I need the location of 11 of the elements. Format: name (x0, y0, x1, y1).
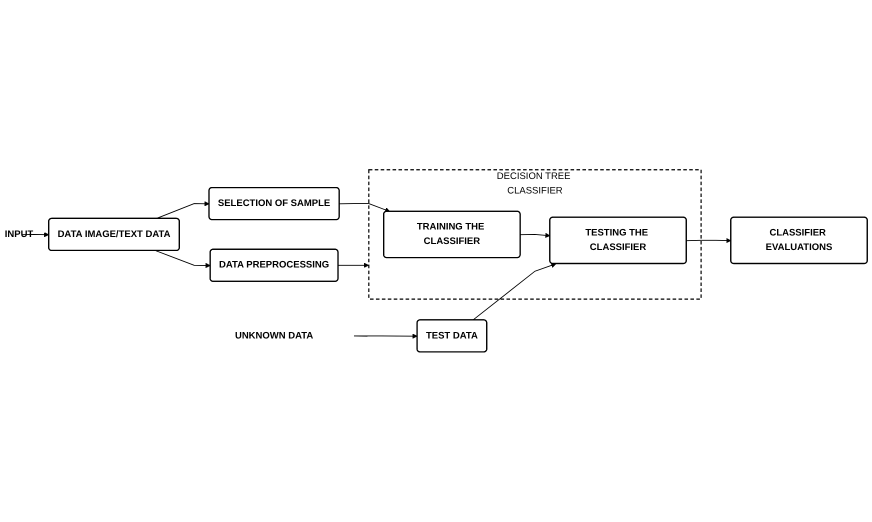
node-text: INPUT (4, 229, 34, 240)
node-text: UNKNOWN DATA (234, 330, 314, 341)
arrow (155, 250, 211, 268)
arrow (354, 334, 418, 339)
arrow (338, 262, 370, 268)
arrow (155, 201, 210, 220)
arrow (339, 203, 390, 213)
arrow (520, 232, 550, 238)
arrow (22, 232, 50, 238)
arrow (686, 238, 732, 244)
arrow (472, 263, 556, 321)
